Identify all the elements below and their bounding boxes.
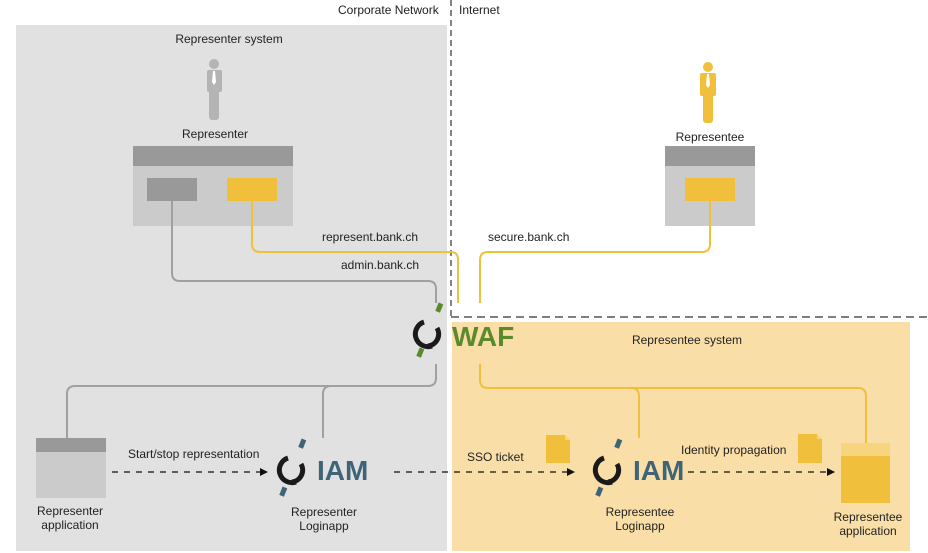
- representer-iam-label: IAM: [317, 455, 369, 486]
- admin-connection-line: [171, 201, 437, 303]
- representer-loginapp-label: Representer Loginapp: [290, 505, 358, 533]
- represent-connection-line: [251, 201, 459, 303]
- admin-domain-label: admin.bank.ch: [341, 258, 420, 272]
- waf-to-representee-loginapp-line: [630, 387, 640, 438]
- represent-tab: [227, 178, 277, 201]
- representer-label: Representer: [181, 127, 249, 141]
- representee-system-zone: [452, 322, 910, 551]
- representee-browser-window: [665, 146, 755, 226]
- sso-ticket-document-icon: [546, 435, 570, 463]
- representee-iam-label: IAM: [633, 455, 685, 486]
- waf-logo-icon: [412, 302, 444, 358]
- waf-label: WAF: [452, 321, 515, 352]
- represent-domain-label: represent.bank.ch: [322, 230, 419, 244]
- representee-label: Representee: [675, 130, 745, 144]
- representee-application-label: Representee application: [833, 510, 903, 538]
- waf-to-representee-app-line: [479, 364, 867, 443]
- representer-application-label: Representer application: [36, 504, 104, 532]
- identity-token-document-icon: [798, 434, 822, 463]
- sso-ticket-label: SSO ticket: [467, 450, 524, 464]
- waf-to-representer-loginapp-line: [322, 385, 332, 438]
- internet-label: Internet: [459, 3, 500, 17]
- corporate-network-label: Corporate Network: [338, 3, 439, 17]
- representer-system-title: Representer system: [175, 32, 283, 46]
- waf-to-representer-app-line: [66, 364, 437, 438]
- start-stop-label: Start/stop representation: [128, 447, 260, 461]
- representer-browser-window: [133, 146, 293, 226]
- secure-connection-line: [479, 201, 711, 303]
- representer-iam-logo-icon: [276, 438, 307, 497]
- representee-system-title: Representee system: [631, 333, 743, 347]
- identity-propagation-label: Identity propagation: [681, 443, 787, 457]
- secure-tab: [685, 178, 735, 201]
- representee-iam-logo-icon: [592, 438, 623, 497]
- admin-tab: [147, 178, 197, 201]
- representer-person-icon: [207, 59, 222, 120]
- representee-application-icon: [841, 443, 890, 503]
- secure-domain-label: secure.bank.ch: [488, 230, 570, 244]
- representee-person-icon: [700, 62, 716, 123]
- representer-application-icon: [36, 438, 106, 498]
- representee-loginapp-label: Representee Loginapp: [605, 505, 675, 533]
